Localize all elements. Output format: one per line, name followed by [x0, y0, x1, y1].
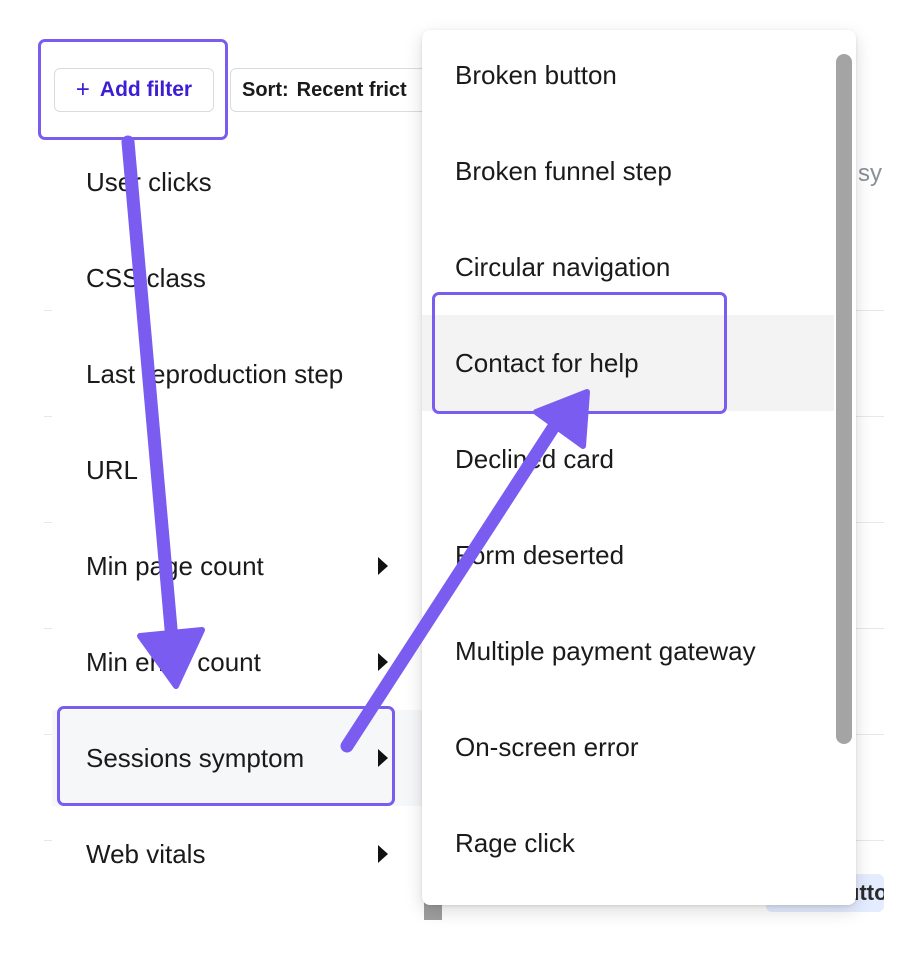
sort-prefix: Sort:	[242, 78, 289, 101]
filter-item-label: Min page count	[86, 550, 264, 581]
filter-item-label: User clicks	[86, 166, 212, 197]
filter-item-label: Web vitals	[86, 838, 206, 869]
symptom-item-label: Declined card	[455, 443, 614, 474]
symptom-item-label: Rage click	[455, 827, 575, 858]
add-filter-button[interactable]: + Add filter	[54, 68, 214, 112]
caret-right-icon	[378, 845, 388, 863]
plus-icon: +	[75, 76, 90, 103]
symptom-item-label: Contact for help	[455, 347, 639, 378]
background-peek-text: sy	[858, 160, 882, 187]
filter-item-web-vitals[interactable]: Web vitals	[52, 806, 424, 902]
filter-item-sessions-symptom[interactable]: Sessions symptom	[52, 710, 424, 806]
filter-item-label: Last reproduction step	[86, 358, 344, 389]
background-scrollbar-stub	[424, 900, 442, 920]
symptom-item-broken-button[interactable]: Broken button	[422, 30, 834, 123]
filter-item-label: Sessions symptom	[86, 742, 305, 773]
symptom-item-rage-click[interactable]: Rage click	[422, 795, 834, 891]
symptom-item-label: Broken button	[455, 59, 617, 90]
symptom-item-multiple-payment-gateway[interactable]: Multiple payment gateway	[422, 603, 834, 699]
filter-item-last-reproduction-step[interactable]: Last reproduction step	[52, 326, 424, 422]
symptom-item-label: Broken funnel step	[455, 155, 672, 186]
caret-right-icon	[378, 653, 388, 671]
symptom-item-broken-funnel-step[interactable]: Broken funnel step	[422, 123, 834, 219]
filter-item-label: URL	[86, 454, 139, 485]
submenu-scrollbar-thumb[interactable]	[836, 54, 852, 744]
symptom-item-form-deserted[interactable]: Form deserted	[422, 507, 834, 603]
filter-item-min-page-count[interactable]: Min page count	[52, 518, 424, 614]
filter-item-css-class[interactable]: CSS class	[52, 230, 424, 326]
symptom-item-contact-for-help[interactable]: Contact for help	[422, 315, 834, 411]
sort-value: Recent frict	[296, 78, 407, 101]
add-filter-label: Add filter	[99, 78, 193, 101]
filter-item-min-error-count[interactable]: Min error count	[52, 614, 424, 710]
symptom-item-circular-navigation[interactable]: Circular navigation	[422, 219, 834, 315]
symptom-item-label: On-screen error	[455, 731, 639, 762]
filter-item-url[interactable]: URL	[52, 422, 424, 518]
filter-menu: User clicks CSS class Last reproduction …	[52, 134, 424, 924]
filter-item-user-clicks[interactable]: User clicks	[52, 134, 424, 230]
sort-dropdown[interactable]: Sort: Recent frict	[230, 68, 460, 112]
symptom-item-on-screen-error[interactable]: On-screen error	[422, 699, 834, 795]
filter-item-label: Min error count	[86, 646, 261, 677]
caret-right-icon	[378, 749, 388, 767]
symptom-item-label: Form deserted	[455, 539, 625, 570]
caret-right-icon	[378, 557, 388, 575]
symptom-item-declined-card[interactable]: Declined card	[422, 411, 834, 507]
symptom-item-label: Circular navigation	[455, 251, 671, 282]
filter-item-label: CSS class	[86, 262, 206, 293]
sessions-symptom-submenu: Broken button Broken funnel step Circula…	[422, 30, 856, 905]
symptom-item-label: Multiple payment gateway	[455, 635, 756, 666]
submenu-scrollbar[interactable]	[836, 54, 852, 744]
